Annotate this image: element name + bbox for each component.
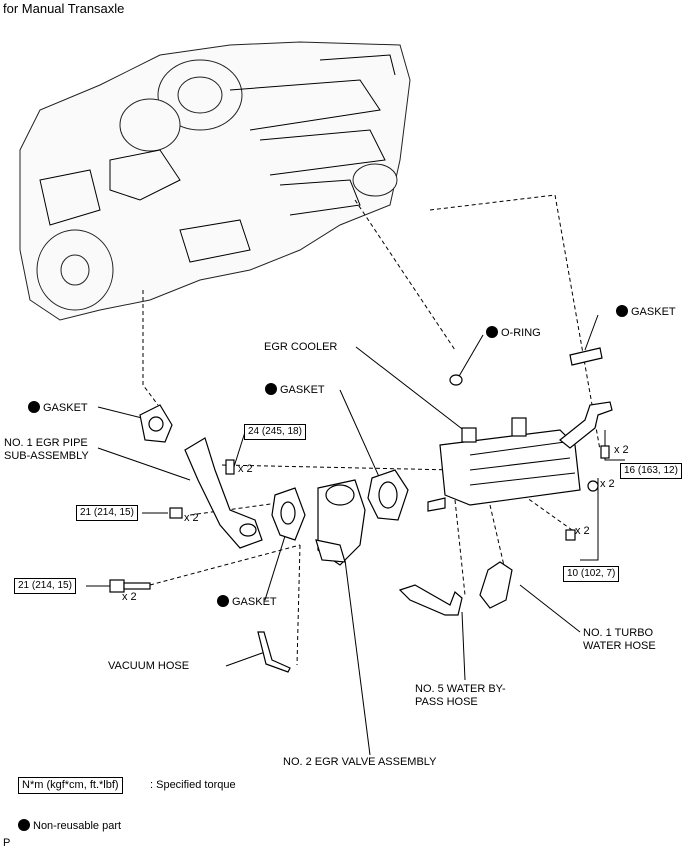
egr-pipe-part [184, 437, 263, 549]
nonreusable-icon [18, 819, 30, 831]
qty-bolt-24: x 2 [238, 463, 253, 475]
gasket-top-right-label: GASKET [616, 305, 676, 319]
bolt-10-b [565, 529, 576, 541]
legend-nonreusable: Non-reusable part [18, 819, 121, 833]
nonreusable-icon [616, 305, 628, 317]
qty-bolt-21-b: x 2 [122, 591, 137, 603]
bolt-24 [225, 459, 235, 475]
egr-cooler-label: EGR COOLER [264, 341, 338, 353]
pipe-top-right [559, 401, 613, 449]
o-ring-label: O-RING [486, 326, 541, 340]
nonreusable-icon [265, 383, 277, 395]
egr-valve-label: NO. 2 EGR VALVE ASSEMBLY [283, 756, 437, 768]
torque-box-16: 16 (163, 12) [620, 463, 682, 479]
egr-cooler-part [427, 417, 581, 512]
bypass-hose-label: NO. 5 WATER BY- PASS HOSE [415, 683, 506, 708]
legend-torque-box: N*m (kgf*cm, ft.*lbf) [18, 777, 123, 794]
gasket-left-label: GASKET [28, 401, 88, 415]
o-ring-part [449, 374, 463, 386]
bolt-16 [600, 445, 610, 459]
torque-box-10: 10 (102, 7) [563, 566, 620, 582]
qty-bolt-16: x 2 [614, 444, 629, 456]
gasket-mid-part [367, 469, 409, 521]
nonreusable-icon [28, 401, 40, 413]
page-title: for Manual Transaxle [3, 1, 125, 16]
qty-bolt-10-b: x 2 [575, 525, 590, 537]
legend-torque-text: : Specified torque [150, 779, 236, 791]
footer-code: P [3, 837, 11, 849]
torque-box-24: 24 (245, 18) [244, 424, 306, 440]
torque-box-21-b: 21 (214, 15) [14, 578, 76, 594]
vacuum-hose-part [257, 631, 291, 673]
bolt-21-a [169, 507, 183, 519]
egr-valve-part [315, 479, 366, 566]
bolt-10-a [587, 480, 599, 492]
gasket-mid-label: GASKET [265, 383, 325, 397]
turbo-hose-label: NO. 1 TURBO WATER HOSE [583, 627, 656, 652]
egr-pipe-label: NO. 1 EGR PIPE SUB-ASSEMBLY [4, 437, 89, 462]
bolt-21-b [109, 579, 151, 593]
engine-illustration [19, 41, 411, 321]
gasket-lower-part [271, 487, 306, 541]
qty-bolt-21-a: x 2 [184, 512, 199, 524]
gasket-top-right-part [569, 347, 603, 366]
torque-box-21-a: 21 (214, 15) [76, 505, 138, 521]
gasket-lower-label: GASKET [217, 595, 277, 609]
turbo-hose-part [479, 561, 513, 609]
gasket-left-part [139, 404, 173, 443]
nonreusable-icon [217, 595, 229, 607]
vacuum-hose-label: VACUUM HOSE [108, 660, 190, 672]
nonreusable-icon [486, 326, 498, 338]
qty-bolt-10-a: x 2 [600, 478, 615, 490]
bypass-hose-part [398, 584, 463, 616]
